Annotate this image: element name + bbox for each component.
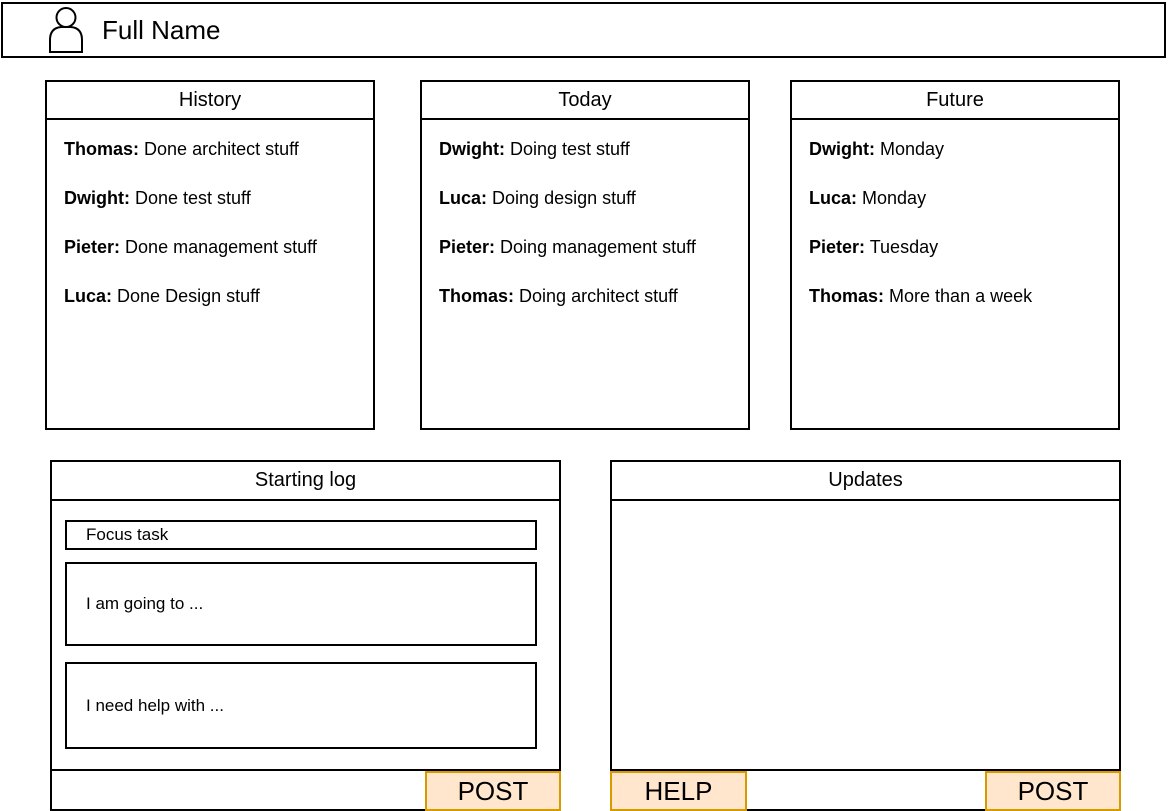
member-name: Thomas: xyxy=(809,286,885,306)
panel-today: Today Dwight: Doing test stuff Luca: Doi… xyxy=(420,80,750,430)
status-item: Thomas: More than a week xyxy=(809,286,1104,306)
status-text: More than a week xyxy=(889,286,1033,306)
status-text: Tuesday xyxy=(869,237,939,257)
status-item: Luca: Doing design stuff xyxy=(439,188,734,208)
updates-body xyxy=(610,501,1121,771)
starting-log-post-input[interactable] xyxy=(50,771,425,811)
panel-future-title: Future xyxy=(792,82,1118,120)
user-full-name: Full Name xyxy=(102,14,221,45)
member-name: Luca: xyxy=(809,188,858,208)
panel-history: History Thomas: Done architect stuff Dwi… xyxy=(45,80,375,430)
starting-log-body: Focus task I am going to ... I need help… xyxy=(50,501,561,771)
starting-log-post-button[interactable]: POST xyxy=(425,771,561,811)
status-text: Doing architect stuff xyxy=(519,286,678,306)
panel-today-items: Dwight: Doing test stuff Luca: Doing des… xyxy=(422,120,748,306)
status-item: Luca: Done Design stuff xyxy=(64,286,359,306)
status-text: Done Design stuff xyxy=(117,286,260,306)
member-name: Pieter: xyxy=(809,237,866,257)
starting-log-title: Starting log xyxy=(50,460,561,501)
starting-log-bottom-row: POST xyxy=(50,771,561,811)
status-item: Dwight: Doing test stuff xyxy=(439,139,734,159)
panel-updates: Updates HELP POST xyxy=(610,460,1121,811)
focus-task-field[interactable]: Focus task xyxy=(65,520,537,550)
status-item: Pieter: Doing management stuff xyxy=(439,237,734,257)
updates-post-input[interactable] xyxy=(747,771,985,811)
status-item: Pieter: Done management stuff xyxy=(64,237,359,257)
member-name: Dwight: xyxy=(64,188,130,208)
member-name: Luca: xyxy=(64,286,113,306)
panel-future: Future Dwight: Monday Luca: Monday Piete… xyxy=(790,80,1120,430)
going-to-field[interactable]: I am going to ... xyxy=(65,562,537,646)
member-name: Pieter: xyxy=(64,237,121,257)
member-name: Luca: xyxy=(439,188,488,208)
panel-today-title: Today xyxy=(422,82,748,120)
status-text: Done management stuff xyxy=(125,237,317,257)
status-item: Dwight: Monday xyxy=(809,139,1104,159)
member-name: Pieter: xyxy=(439,237,496,257)
updates-title: Updates xyxy=(610,460,1121,501)
status-item: Luca: Monday xyxy=(809,188,1104,208)
header-bar: Full Name xyxy=(1,2,1166,58)
status-text: Doing management stuff xyxy=(500,237,696,257)
panel-history-title: History xyxy=(47,82,373,120)
status-text: Monday xyxy=(880,139,945,159)
status-text: Monday xyxy=(862,188,927,208)
member-name: Thomas: xyxy=(439,286,515,306)
need-help-field[interactable]: I need help with ... xyxy=(65,662,537,749)
status-text: Done architect stuff xyxy=(144,139,299,159)
panel-future-items: Dwight: Monday Luca: Monday Pieter: Tues… xyxy=(792,120,1118,306)
status-text: Doing design stuff xyxy=(492,188,636,208)
updates-help-button[interactable]: HELP xyxy=(610,771,747,811)
status-item: Dwight: Done test stuff xyxy=(64,188,359,208)
status-item: Thomas: Done architect stuff xyxy=(64,139,359,159)
status-item: Thomas: Doing architect stuff xyxy=(439,286,734,306)
member-name: Thomas: xyxy=(64,139,140,159)
panel-starting-log: Starting log Focus task I am going to ..… xyxy=(50,460,561,811)
member-name: Dwight: xyxy=(439,139,505,159)
status-item: Pieter: Tuesday xyxy=(809,237,1104,257)
status-text: Done test stuff xyxy=(135,188,251,208)
updates-post-button[interactable]: POST xyxy=(985,771,1121,811)
member-name: Dwight: xyxy=(809,139,875,159)
updates-bottom-row: HELP POST xyxy=(610,771,1121,811)
status-text: Doing test stuff xyxy=(510,139,630,159)
panel-history-items: Thomas: Done architect stuff Dwight: Don… xyxy=(47,120,373,306)
person-icon xyxy=(48,7,84,53)
